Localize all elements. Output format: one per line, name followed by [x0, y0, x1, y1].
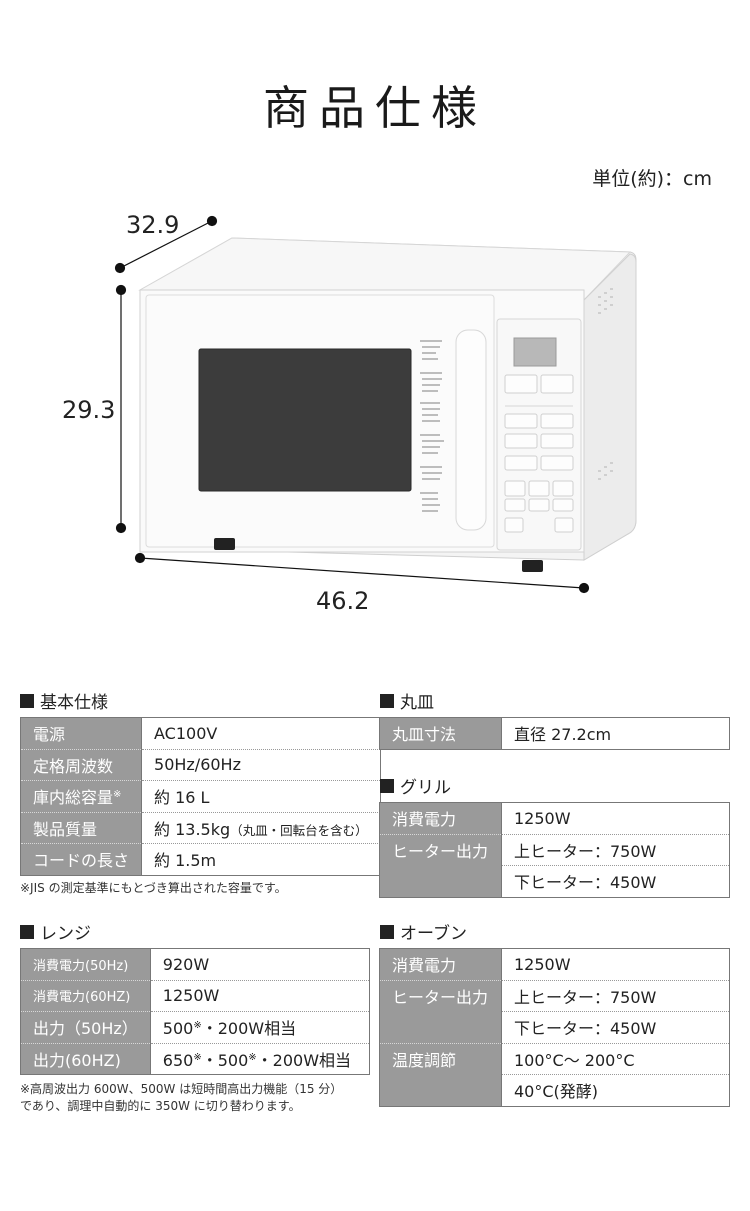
- table-row: 消費電力(60HZ)1250W: [20, 980, 370, 1012]
- table-row: 丸皿寸法直径 27.2cm: [379, 717, 730, 749]
- dimension-height: 29.3: [62, 396, 116, 424]
- range-note-line-2: であり、調理中自動的に 350W に切り替わります。: [20, 1099, 301, 1113]
- table-row: 40°C(発酵): [379, 1074, 730, 1106]
- basic-spec-note: ※JIS の測定基準にもとづき算出された容量です。: [20, 881, 287, 895]
- table-row: 消費電力(50Hz)920W: [20, 948, 370, 981]
- range-heading: レンジ: [20, 919, 91, 944]
- table-row: ヒーター出力上ヒーター：750W: [379, 980, 730, 1012]
- table-row: 出力（50Hz）500※・200W相当: [20, 1011, 370, 1044]
- table-row: ヒーター出力上ヒーター：750W: [379, 834, 730, 866]
- table-row: 下ヒーター：450W: [379, 1011, 730, 1044]
- square-bullet-icon: [20, 924, 34, 939]
- dimension-lines: [114, 215, 590, 594]
- basic-spec-heading: 基本仕様: [20, 688, 108, 713]
- range-note-line-1: ※高周波出力 600W、500W は短時間高出力機能（15 分）: [20, 1082, 343, 1096]
- dimension-width: 46.2: [316, 587, 370, 615]
- table-row: コードの長さ約 1.5m: [20, 843, 381, 875]
- square-bullet-icon: [20, 693, 34, 708]
- grill-heading: グリル: [380, 773, 451, 798]
- microwave-illustration: [114, 215, 637, 594]
- table-row: 庫内総容量※約 16 L: [20, 780, 381, 813]
- microwave-body: [138, 237, 637, 572]
- unit-label: 単位(約)：cm: [592, 168, 712, 190]
- table-row: 下ヒーター：450W: [379, 865, 730, 897]
- oven-heading: オーブン: [380, 919, 467, 944]
- range-spec-table: 消費電力(50Hz)920W 消費電力(60HZ)1250W 出力（50Hz）5…: [20, 948, 370, 1075]
- table-row: 製品質量約 13.5kg（丸皿・回転台を含む）: [20, 812, 381, 844]
- plate-heading: 丸皿: [380, 688, 434, 713]
- plate-spec-table: 丸皿寸法直径 27.2cm: [379, 717, 730, 750]
- square-bullet-icon: [380, 693, 394, 708]
- square-bullet-icon: [380, 778, 394, 793]
- dimension-depth: 32.9: [126, 211, 180, 239]
- square-bullet-icon: [380, 924, 394, 939]
- table-row: 出力(60HZ)650※・500※・200W相当: [20, 1043, 370, 1075]
- page-title: 商品仕様: [263, 81, 487, 135]
